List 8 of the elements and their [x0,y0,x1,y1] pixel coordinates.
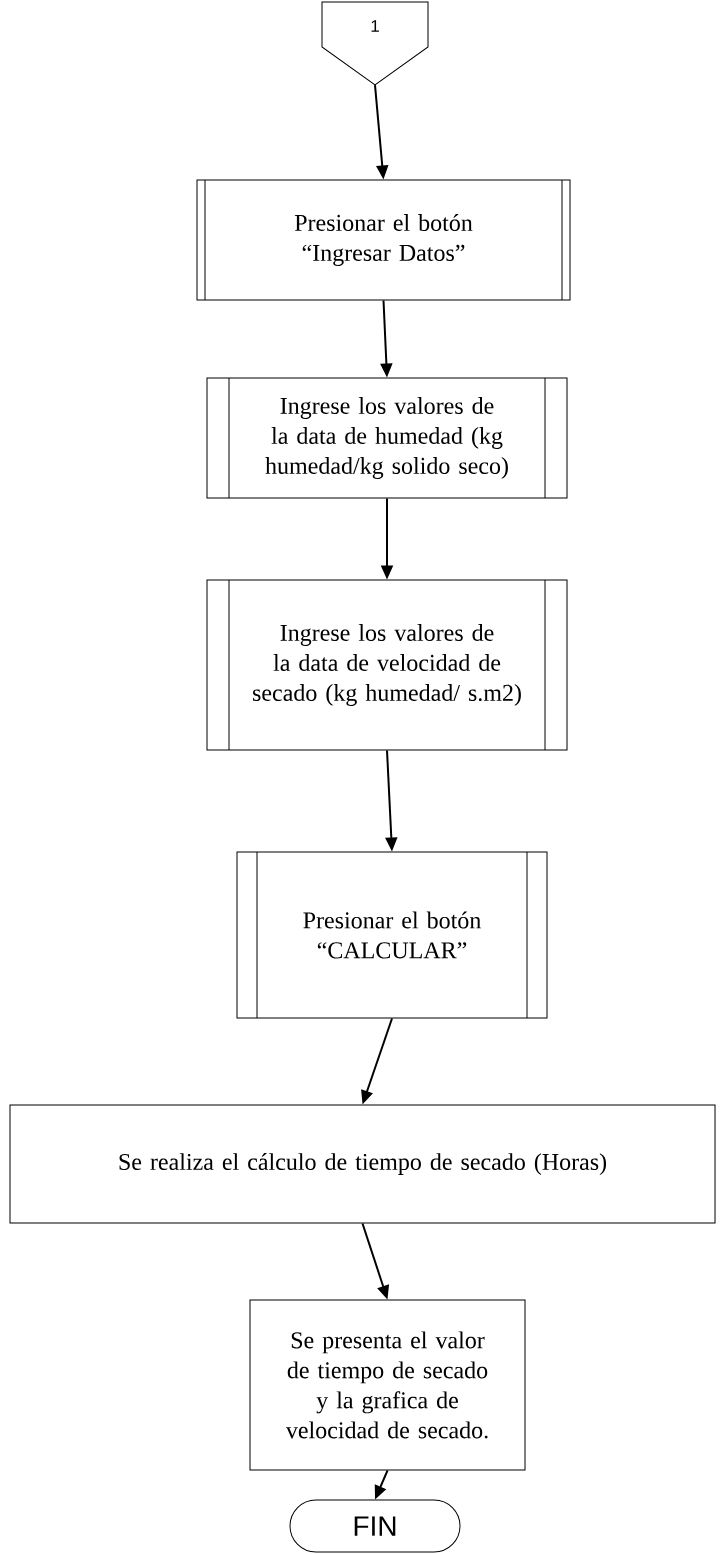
off-page-connector: 1 [321,1,429,86]
subprocess-box: Ingrese los valores de la data de humedad (kg humedad/kg solido seco) [206,377,568,499]
process-box: Se realiza el cálculo de tiempo de secado (Horas) [9,1104,716,1224]
process-box: Se presenta el valor de tiempo de secado y la grafica de velocidad de secado. [249,1299,526,1471]
subprocess-box: Presionar el botón “CALCULAR” [236,851,548,1019]
subprocess-box: Ingrese los valores de la data de velocidad de secado (kg humedad/ s.m2) [206,579,568,751]
terminator: FIN [289,1499,461,1553]
subprocess-box: Presionar el botón “Ingresar Datos” [196,179,571,301]
